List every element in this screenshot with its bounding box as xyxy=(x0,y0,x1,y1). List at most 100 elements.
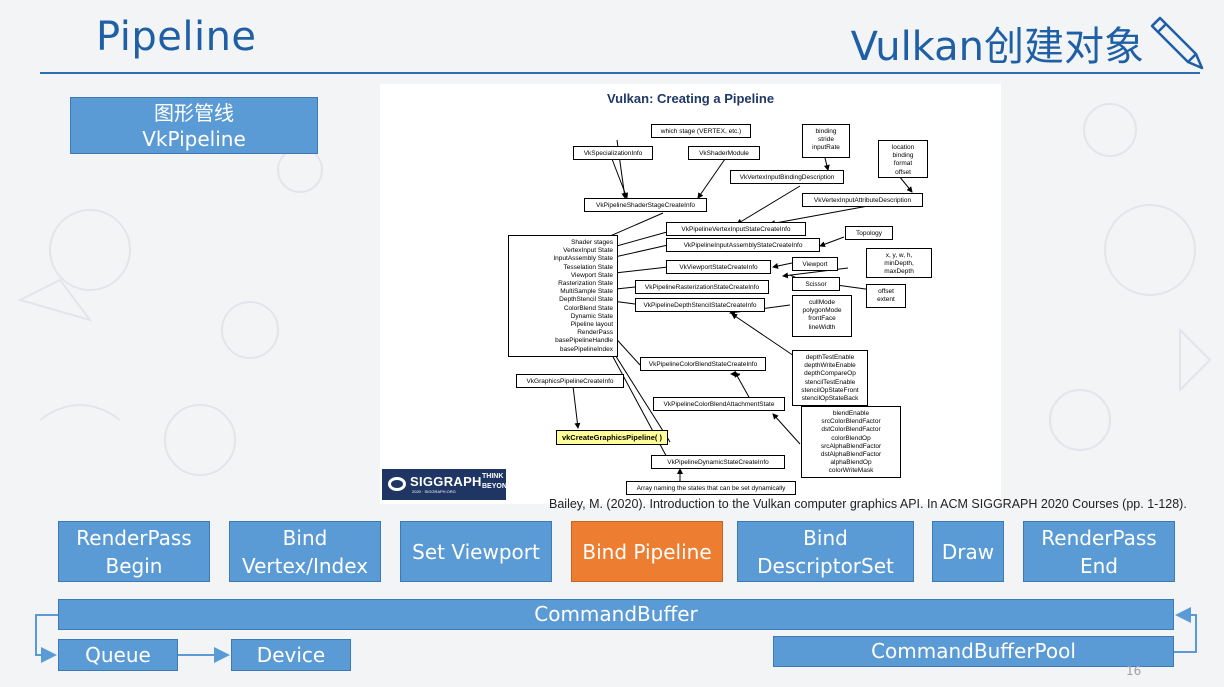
node-location-box: location binding format offset xyxy=(878,140,928,178)
state-item: MultiSample State xyxy=(560,288,613,296)
state-item: Tesselation State xyxy=(563,263,613,271)
state-item: basePipelineHandle xyxy=(555,337,613,345)
step-set-viewport[interactable]: Set Viewport xyxy=(400,521,552,582)
node-graphics-pipeline-create-info: VkGraphicsPipelineCreateInfo xyxy=(516,374,624,388)
node-offset-box: offset extent xyxy=(866,284,906,308)
blend-field: alphaBlendOp xyxy=(830,459,872,467)
pencil-icon xyxy=(1150,16,1204,70)
maxdepth-field: maxDepth xyxy=(884,268,914,276)
device-box[interactable]: Device xyxy=(231,639,351,671)
title-underline xyxy=(40,72,1200,74)
offset-field: offset xyxy=(878,288,894,295)
section-title: Vulkan创建对象 xyxy=(850,24,1144,70)
frontface-field: frontFace xyxy=(808,315,836,323)
siggraph-logo: SIGGRAPH 2020 · SIGGRAPH.ORG THINK BEYON… xyxy=(382,469,512,500)
blend-field: dstAlphaBlendFactor xyxy=(820,451,882,459)
node-color-blend-attachment: VkPipelineColorBlendAttachmentState xyxy=(653,397,785,411)
binding-field: binding xyxy=(815,128,837,135)
step-label: Vertex/Index xyxy=(241,553,369,578)
node-vi-binding-description: VkVertexInputBindingDescription xyxy=(730,170,844,184)
state-item: DepthStencil State xyxy=(559,296,613,304)
node-input-assembly-create-info: VkPipelineInputAssemblyStateCreateInfo xyxy=(666,238,820,252)
node-blend-box: blendEnable srcColorBlendFactor dstColor… xyxy=(801,406,901,478)
extent-field: extent xyxy=(877,296,895,304)
page-number: 16 xyxy=(1126,664,1142,678)
step-label: Begin xyxy=(105,553,163,578)
node-depth-stencil-create-info: VkPipelineDepthStencilStateCreateInfo xyxy=(635,298,765,312)
step-label: Draw xyxy=(941,539,995,564)
node-vertex-input-create-info: VkPipelineVertexInputStateCreateInfo xyxy=(666,222,806,236)
node-dynamic-array-note: Array naming the states that can be set … xyxy=(626,481,796,495)
node-specialization-info: VkSpecializationInfo xyxy=(573,146,653,160)
blend-field: srcColorBlendFactor xyxy=(821,418,881,426)
node-vi-attribute-description: VkVertexInputAttributeDescription xyxy=(802,193,923,207)
blend-field: srcAlphaBlendFactor xyxy=(820,442,882,450)
depth-field: stencilOpStateFront xyxy=(801,386,859,394)
offset-field: offset xyxy=(895,168,911,176)
node-topology: Topology xyxy=(845,226,893,240)
node-xywh-box: x, y, w, h, minDepth, maxDepth xyxy=(866,248,932,278)
step-label: Bind Pipeline xyxy=(582,539,712,564)
node-depth-box: depthTestEnable depthWriteEnable depthCo… xyxy=(792,350,868,406)
location-field: location xyxy=(891,144,915,151)
tag-english: VkPipeline xyxy=(142,127,246,151)
pipeline-diagram: Vulkan: Creating a Pipeline which stage … xyxy=(380,84,1001,504)
mindepth-field: minDepth, xyxy=(884,260,914,268)
node-binding-box: binding stride inputRate xyxy=(802,124,850,158)
step-label: Bind xyxy=(803,525,848,550)
polygonmode-field: polygonMode xyxy=(802,307,842,315)
tag-chinese: 图形管线 xyxy=(154,101,234,125)
depth-field: stencilOpStateBack xyxy=(801,395,859,403)
step-bind-pipeline[interactable]: Bind Pipeline xyxy=(571,521,723,582)
blend-field: dstColorBlendFactor xyxy=(821,426,881,434)
step-label: DescriptorSet xyxy=(757,553,894,578)
citation: Bailey, M. (2020). Introduction to the V… xyxy=(549,497,1187,511)
step-label: Bind xyxy=(282,525,328,550)
state-item: ColorBlend State xyxy=(563,304,613,312)
node-cull-box: cullMode polygonMode frontFace lineWidth xyxy=(792,295,852,337)
node-which-stage: which stage (VERTEX, etc.) xyxy=(651,124,751,138)
depth-field: depthTestEnable xyxy=(805,354,855,361)
state-item: basePipelineIndex xyxy=(559,345,613,353)
state-item: Shader stages xyxy=(571,239,613,246)
diagram-title: Vulkan: Creating a Pipeline xyxy=(606,91,775,106)
state-item: Pipeline layout xyxy=(570,321,613,329)
siggraph-mark-icon xyxy=(388,477,406,491)
format-field: format xyxy=(893,160,913,168)
stride-field: stride xyxy=(818,136,834,144)
binding-field: binding xyxy=(892,152,914,160)
state-item: Viewport State xyxy=(570,271,613,279)
blend-field: blendEnable xyxy=(832,410,870,417)
step-draw[interactable]: Draw xyxy=(932,521,1004,582)
xywh-field: x, y, w, h, xyxy=(885,252,913,259)
node-create-graphics-pipeline: vkCreateGraphicsPipeline( ) xyxy=(556,430,668,445)
node-rasterization-create-info: VkPipelineRasterizationStateCreateInfo xyxy=(635,280,769,294)
logo-tagline: THINK BEYOND xyxy=(482,473,512,490)
node-color-blend-create-info: VkPipelineColorBlendStateCreateInfo xyxy=(640,357,766,371)
state-item: RenderPass xyxy=(577,329,613,337)
node-state-list: Shader stages VertexInput State InputAss… xyxy=(508,235,618,357)
blend-field: colorBlendOp xyxy=(831,434,871,442)
commandbufferpool-bar[interactable]: CommandBufferPool xyxy=(773,636,1174,667)
depth-field: depthCompareOp xyxy=(804,370,856,378)
step-label: End xyxy=(1079,553,1118,578)
node-viewport: Viewport xyxy=(792,257,838,271)
step-label: Set Viewport xyxy=(412,539,540,564)
logo-sub: 2020 · SIGGRAPH.ORG xyxy=(412,489,456,494)
pipeline-tag: 图形管线 VkPipeline xyxy=(70,97,318,154)
step-label: RenderPass xyxy=(1041,525,1157,550)
step-label: RenderPass xyxy=(76,525,192,550)
blend-field: colorWriteMask xyxy=(828,467,874,475)
queue-box[interactable]: Queue xyxy=(58,639,178,671)
state-item: Rasterization State xyxy=(558,280,613,288)
commandbuffer-bar[interactable]: CommandBuffer xyxy=(58,599,1174,630)
node-viewport-create-info: VkViewportStateCreateInfo xyxy=(666,260,771,274)
linewidth-field: lineWidth xyxy=(808,323,836,331)
node-scissor: Scissor xyxy=(792,277,840,291)
